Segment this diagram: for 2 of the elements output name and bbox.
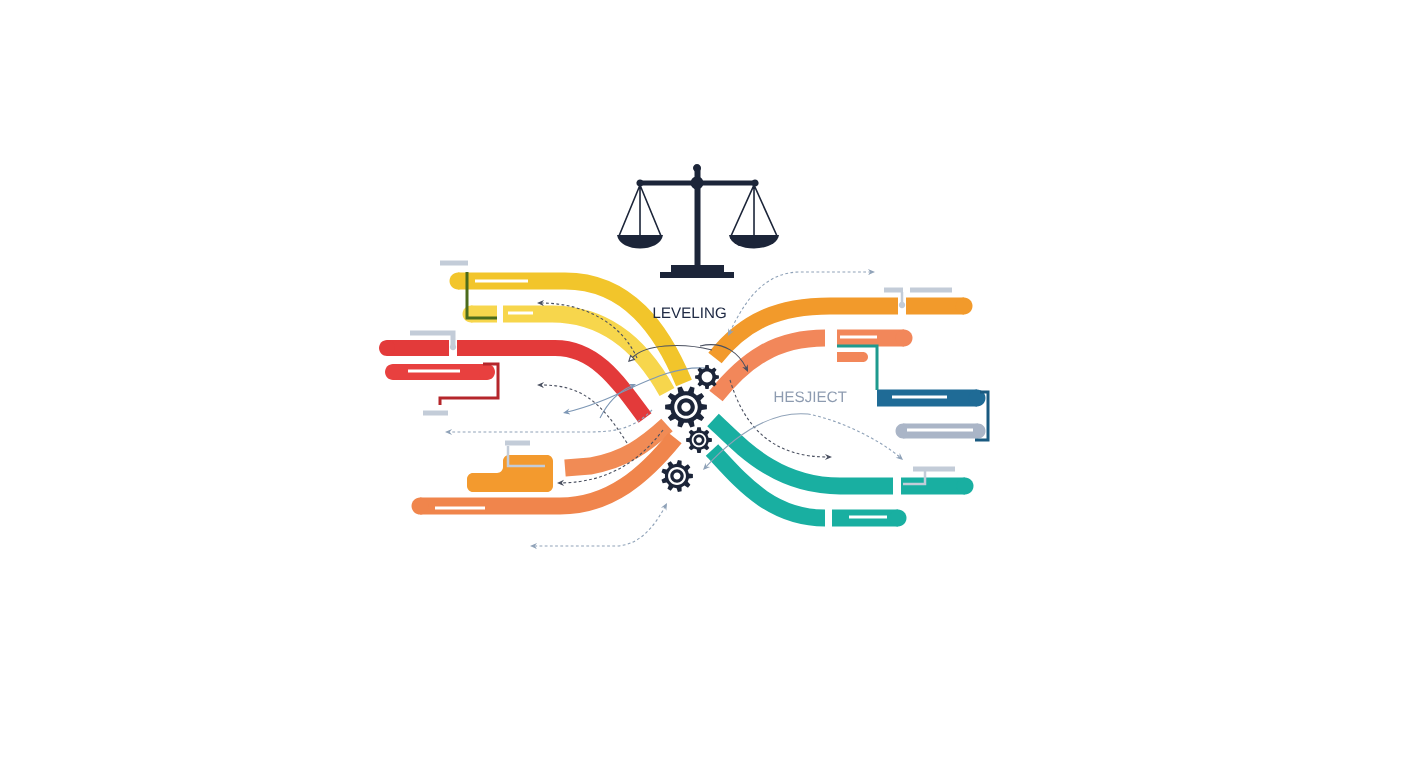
label: LEVELING xyxy=(653,307,726,319)
label: HESJIECT xyxy=(774,391,847,403)
